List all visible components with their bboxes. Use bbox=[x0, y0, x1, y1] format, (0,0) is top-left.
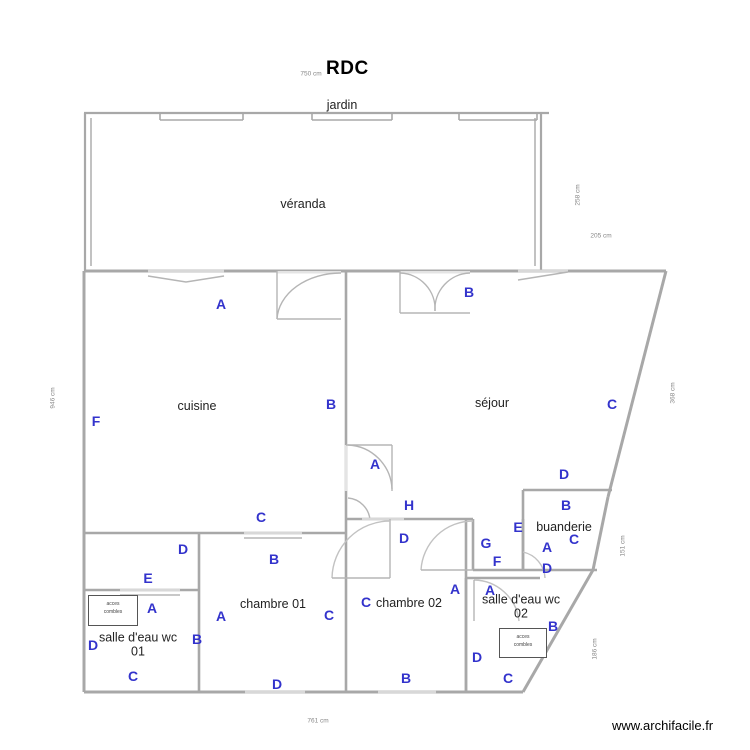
wall-marker-c-29: C bbox=[127, 668, 139, 684]
wall-marker-b-31: B bbox=[400, 670, 412, 686]
acces-combles-box-2: acces combles bbox=[499, 628, 547, 658]
doors-and-windows bbox=[120, 269, 569, 694]
wall-marker-b-1: B bbox=[463, 284, 475, 300]
wall-marker-b-3: B bbox=[325, 396, 337, 412]
site-credit: www.archifacile.fr bbox=[612, 718, 714, 733]
wall-marker-b-9: B bbox=[560, 497, 572, 513]
room-label-veranda: véranda bbox=[280, 196, 326, 211]
wall-marker-b-11: B bbox=[268, 551, 280, 567]
main-structure-walls bbox=[82, 269, 668, 694]
room-label-buanderie: buanderie bbox=[536, 519, 592, 534]
wall-marker-a-23: A bbox=[484, 582, 496, 598]
room-label-chambre-02: chambre 02 bbox=[375, 595, 443, 610]
wall-marker-a-22: A bbox=[449, 581, 461, 597]
room-label-salle-deau-wc-02: salle d'eau wc 02 bbox=[481, 592, 561, 621]
wall-marker-e-19: E bbox=[143, 570, 153, 586]
wall-marker-c-33: C bbox=[502, 670, 514, 686]
dim-right-lower: 186 cm bbox=[591, 638, 599, 660]
wall-marker-c-6: C bbox=[255, 509, 267, 525]
dim-top: 750 cm bbox=[300, 70, 322, 78]
wall-marker-e-13: E bbox=[513, 519, 523, 535]
room-label-salle-deau-wc-01: salle d'eau wc 01 bbox=[98, 630, 178, 659]
page-title: RDC bbox=[326, 58, 369, 79]
wall-marker-f-2: F bbox=[91, 413, 101, 429]
wall-marker-b-28: B bbox=[547, 618, 559, 634]
wall-marker-a-0: A bbox=[215, 296, 227, 312]
dim-right-mid: 151 cm bbox=[619, 535, 627, 557]
wall-marker-a-15: A bbox=[541, 539, 553, 555]
veranda-outline bbox=[83, 111, 549, 271]
wall-marker-a-21: A bbox=[215, 608, 227, 624]
wall-marker-b-26: B bbox=[191, 631, 203, 647]
wall-marker-c-4: C bbox=[606, 396, 618, 412]
wall-marker-h-7: H bbox=[403, 497, 415, 513]
dim-veranda-below: 205 cm bbox=[590, 232, 612, 240]
wall-marker-d-18: D bbox=[541, 560, 553, 576]
wall-marker-d-27: D bbox=[87, 637, 99, 653]
wall-marker-d-12: D bbox=[398, 530, 410, 546]
wall-marker-c-25: C bbox=[360, 594, 372, 610]
wall-marker-d-32: D bbox=[471, 649, 483, 665]
wall-marker-c-24: C bbox=[323, 607, 335, 623]
dim-right-upper: 368 cm bbox=[669, 382, 677, 404]
room-label-sejour: séjour bbox=[474, 395, 510, 410]
wall-marker-d-30: D bbox=[271, 676, 283, 692]
room-label-jardin: jardin bbox=[326, 97, 358, 112]
wall-marker-a-20: A bbox=[146, 600, 158, 616]
room-label-chambre-01: chambre 01 bbox=[239, 596, 307, 611]
wall-marker-d-8: D bbox=[558, 466, 570, 482]
wall-marker-a-5: A bbox=[369, 456, 381, 472]
wall-marker-c-14: C bbox=[568, 531, 580, 547]
wall-marker-f-17: F bbox=[492, 553, 502, 569]
room-label-cuisine: cuisine bbox=[177, 398, 217, 413]
wall-marker-d-10: D bbox=[177, 541, 189, 557]
dim-veranda-right: 258 cm bbox=[574, 184, 582, 206]
dim-bottom: 761 cm bbox=[307, 717, 329, 725]
acces-combles-box-1: acces combles bbox=[88, 595, 138, 626]
wall-marker-g-16: G bbox=[480, 535, 492, 551]
dim-left: 946 cm bbox=[49, 387, 57, 409]
